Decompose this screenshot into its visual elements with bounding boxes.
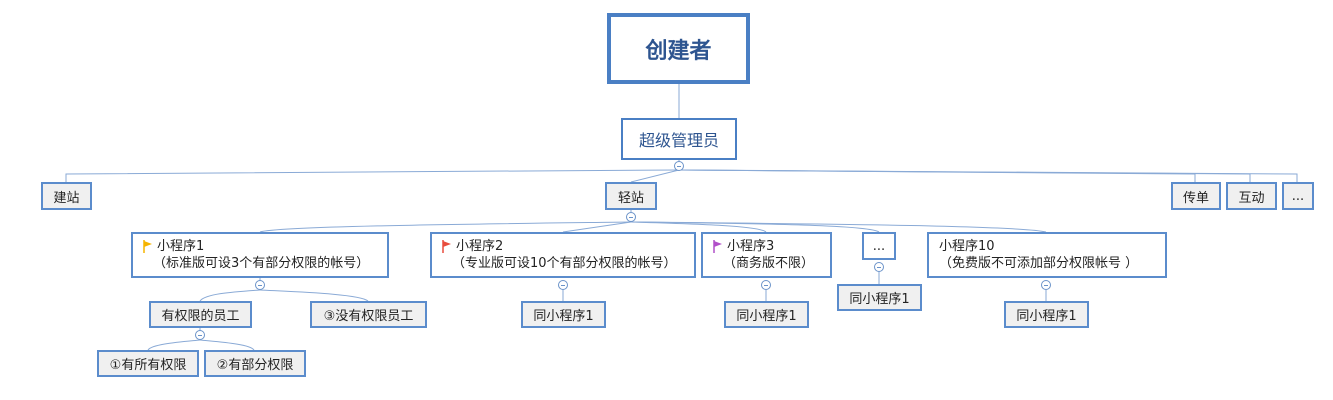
branch-qingzhan-label: 轻站 [617,190,644,206]
yellow-flag-icon [143,240,152,253]
program-2-desc: （专业版可设10个有部分权限的帐号） [452,256,677,271]
same-more-label: 同小程序1 [849,292,910,307]
collapse-icon-program-2[interactable] [558,280,568,290]
branch-hudong-label: 互动 [1238,190,1265,206]
branch-chuandan-label: 传单 [1182,190,1209,206]
node-part-permission[interactable]: ②有部分权限 [204,350,306,377]
program-1-title: 小程序1 [157,239,205,254]
admin-label: 超级管理员 [638,131,719,150]
node-same-as-p1-under-more[interactable]: 同小程序1 [837,284,922,311]
branch-more-label: ... [1291,188,1305,204]
collapse-icon-admin[interactable] [674,161,684,171]
purple-flag-icon [713,240,722,253]
program-more-node[interactable]: ... [862,232,896,260]
branch-chuandan[interactable]: 传单 [1171,182,1221,210]
program-more-label: ... [872,238,886,254]
program-2-node[interactable]: 小程序2 （专业版可设10个有部分权限的帐号） [430,232,696,278]
program-10-title: 小程序10 [939,239,995,254]
same-p3-label: 同小程序1 [736,309,797,324]
node-all-permission[interactable]: ①有所有权限 [97,350,199,377]
node-employee-with-permission[interactable]: 有权限的员工 [149,301,252,328]
program-1-desc: （标准版可设3个有部分权限的帐号） [153,256,370,271]
employee-label: 有权限的员工 [161,309,240,324]
program-3-desc: （商务版不限） [723,256,815,271]
collapse-icon-program-1[interactable] [255,280,265,290]
admin-node[interactable]: 超级管理员 [621,118,737,160]
root-node-creator[interactable]: 创建者 [607,13,750,84]
all-permission-label: ①有所有权限 [109,358,187,373]
program-1-node[interactable]: 小程序1 （标准版可设3个有部分权限的帐号） [131,232,389,278]
collapse-icon-program-3[interactable] [761,280,771,290]
branch-hudong[interactable]: 互动 [1226,182,1277,210]
part-permission-label: ②有部分权限 [216,358,294,373]
program-10-node[interactable]: 小程序10 （免费版不可添加部分权限帐号 ） [927,232,1167,278]
program-10-desc: （免费版不可添加部分权限帐号 ） [939,256,1139,271]
program-3-node[interactable]: 小程序3 （商务版不限） [701,232,832,278]
program-2-title: 小程序2 [456,239,504,254]
branch-jianzhan-label: 建站 [53,190,80,206]
node-no-permission[interactable]: ③没有权限员工 [310,301,427,328]
branch-more[interactable]: ... [1282,182,1314,210]
same-p2-label: 同小程序1 [533,309,594,324]
branch-qingzhan[interactable]: 轻站 [605,182,657,210]
node-same-as-p1-under-p2[interactable]: 同小程序1 [521,301,606,328]
node-same-as-p1-under-p10[interactable]: 同小程序1 [1004,301,1089,328]
no-permission-label: ③没有权限员工 [323,309,414,324]
branch-jianzhan[interactable]: 建站 [41,182,92,210]
red-flag-icon [442,240,451,253]
collapse-icon-program-more[interactable] [874,262,884,272]
node-same-as-p1-under-p3[interactable]: 同小程序1 [724,301,809,328]
program-3-title: 小程序3 [727,239,775,254]
root-label: 创建者 [645,38,712,64]
collapse-icon-qingzhan[interactable] [626,212,636,222]
collapse-icon-program-10[interactable] [1041,280,1051,290]
same-p10-label: 同小程序1 [1016,309,1077,324]
collapse-icon-employee[interactable] [195,330,205,340]
